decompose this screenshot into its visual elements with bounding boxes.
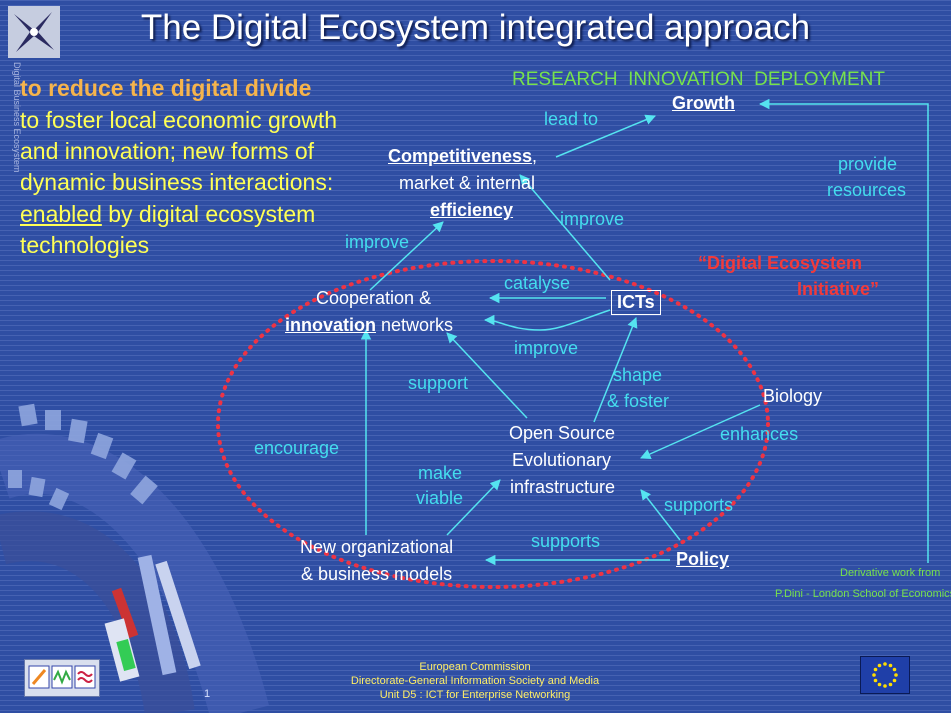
edge-foster: & foster [607,391,670,411]
edge-viable: viable [416,488,464,508]
dbe-logo [8,6,60,58]
intro-line-1: to reduce the digital divide [20,75,312,101]
initiative-boundary [216,259,770,589]
node-icts: ICTs [611,290,661,315]
node-infrastructure: infrastructure [510,477,616,497]
node-policy: Policy [676,549,730,569]
edge-lead-to: lead to [544,109,599,129]
node-competitiveness: Competitiveness, [388,146,538,166]
edge-supports-right: supports [664,495,734,515]
ist-logo [24,659,100,697]
credit-line-1: Derivative work from [840,567,941,579]
node-biology: Biology [763,386,823,406]
eu-flag-icon [860,656,910,694]
initiative-label-1: “Digital Ecosystem [698,253,863,273]
edge-supports-bottom: supports [531,531,601,551]
edge-support: support [408,373,469,393]
footer-line-3: Unit D5 : ICT for Enterprise Networking [379,689,571,701]
decorative-swirl [0,403,270,713]
page-number: 1 [204,688,211,700]
node-growth: Growth [672,93,735,113]
edge-resources: resources [827,180,907,200]
research-innovation-deployment: RESEARCH INNOVATION DEPLOYMENT [512,69,886,90]
edge-catalyse: catalyse [504,273,571,293]
edge-shape: shape [613,365,663,385]
node-open-source: Open Source [509,423,616,443]
edge-provide: provide [838,154,898,174]
intro-line-4: dynamic business interactions: [20,169,334,195]
intro-line-2: to foster local economic growth [20,107,338,133]
footer-line-2: Directorate-General Information Society … [350,675,600,687]
intro-line-5-rest: by digital ecosystem [101,201,316,227]
node-evolutionary: Evolutionary [512,450,612,470]
footer: European Commission Directorate-General … [300,660,650,702]
node-efficiency: efficiency [430,200,514,220]
footer-line-1: European Commission [419,661,531,673]
intro-line-6: technologies [20,232,150,258]
edge-improve-mid: improve [514,338,579,358]
node-cooperation: Cooperation & [316,288,432,308]
edge-enhances: enhances [720,424,799,444]
edge-make: make [418,463,463,483]
credit-line-2: P.Dini - London School of Economics [775,588,951,600]
node-new-organizational: New organizational [300,537,454,557]
edge-improve-top: improve [560,209,625,229]
intro-line-3: and innovation; new forms of [20,138,315,164]
initiative-label-2: Initiative” [797,279,880,299]
page-title: The Digital Ecosystem integrated approac… [140,8,811,47]
node-innovation-networks: innovation networks [285,315,454,335]
enabled-text: enabled [20,201,102,227]
edge-improve-left: improve [345,232,410,252]
node-market: market & internal [399,173,536,193]
edge-encourage: encourage [254,438,340,458]
node-business-models: & business models [301,564,453,584]
intro-line-5: enabled by digital ecosystem [20,198,315,230]
connector-arrows [360,98,929,566]
